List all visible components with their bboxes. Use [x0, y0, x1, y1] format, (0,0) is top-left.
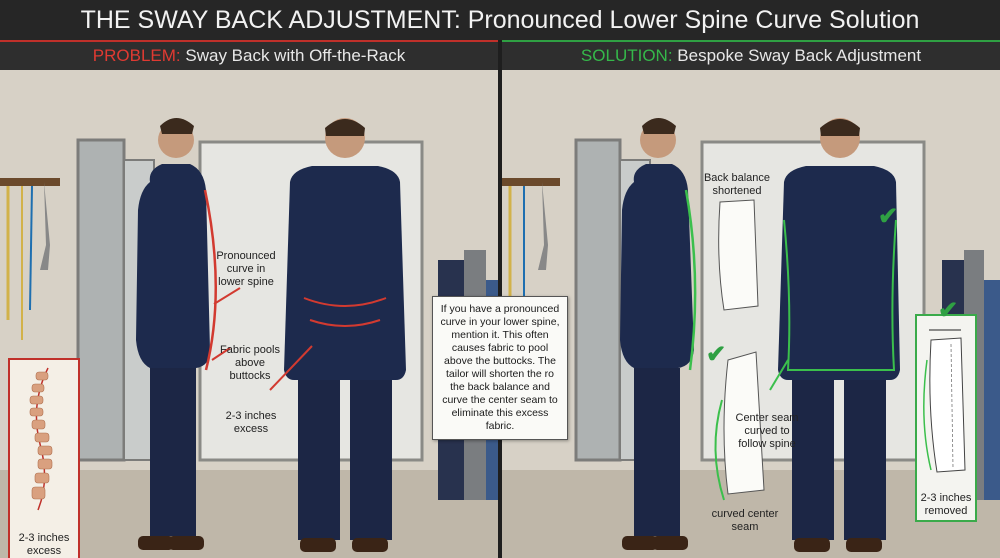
- solution-heading-prefix: SOLUTION:: [580, 46, 673, 65]
- pattern-inset: 2-3 inches removed: [915, 314, 977, 522]
- problem-heading-text: Sway Back with Off-the-Rack: [185, 46, 406, 65]
- problem-panel: PROBLEM: Sway Back with Off-the-Rack: [0, 40, 498, 558]
- problem-heading: PROBLEM: Sway Back with Off-the-Rack: [0, 40, 498, 70]
- check-icon: ✔: [706, 341, 727, 368]
- solution-heading-text: Bespoke Sway Back Adjustment: [677, 46, 922, 65]
- spine-illustration: [29, 367, 53, 511]
- label-pronounced-curve: Pronounced curve in lower spine: [216, 250, 276, 288]
- label-center-seam: Center seam curved to follow spine: [735, 412, 799, 450]
- problem-heading-prefix: PROBLEM:: [92, 46, 181, 65]
- check-icon: ✔: [938, 297, 959, 324]
- tip-callout: If you have a pronounced curve in your l…: [432, 296, 568, 440]
- pattern-illustration: [923, 329, 966, 473]
- page-title: THE SWAY BACK ADJUSTMENT: Pronounced Low…: [0, 0, 1000, 40]
- solution-heading: SOLUTION: Bespoke Sway Back Adjustment: [502, 40, 1000, 70]
- spine-inset: 2-3 inches excess: [8, 358, 80, 558]
- check-icon: ✔: [878, 203, 899, 230]
- inset-removed-label: 2-3 inches removed: [920, 492, 972, 517]
- inset-excess-label: 2-3 inches excess: [18, 532, 70, 557]
- label-back-balance: Back balance shortened: [703, 172, 771, 197]
- label-curved-center-seam: curved center seam: [711, 508, 779, 533]
- label-excess: 2-3 inches excess: [225, 410, 277, 435]
- label-fabric-pools: Fabric pools above buttocks: [220, 344, 280, 382]
